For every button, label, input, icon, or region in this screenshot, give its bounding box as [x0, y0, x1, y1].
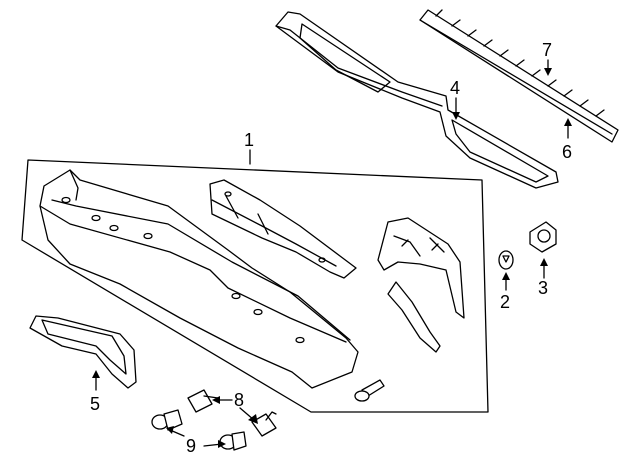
- leader-lines: [92, 59, 572, 448]
- callout-4: 4: [450, 78, 460, 98]
- callout-6: 6: [562, 142, 572, 162]
- parking-sensor-part[interactable]: [151, 409, 247, 451]
- sensor-wiring-part[interactable]: [187, 389, 277, 437]
- support-brace-part[interactable]: [387, 281, 441, 353]
- retainer-clips: [435, 9, 605, 117]
- callout-8: 8: [234, 390, 244, 410]
- end-pad-part[interactable]: [29, 315, 137, 389]
- bumper-reinforcement-part[interactable]: [209, 179, 357, 279]
- step-pad-strip-part[interactable]: [419, 9, 619, 143]
- nut-part[interactable]: [498, 250, 514, 270]
- callout-7: 7: [542, 40, 552, 60]
- bumper-face-bar-part[interactable]: [39, 169, 359, 389]
- assembly-frame: [21, 159, 489, 413]
- bolt-part[interactable]: [529, 221, 557, 253]
- callout-3: 3: [538, 278, 548, 298]
- callout-1: 1: [244, 130, 254, 150]
- callout-5: 5: [90, 394, 100, 414]
- mounting-bracket-part[interactable]: [377, 217, 465, 319]
- assembly-bolt-part[interactable]: [354, 379, 385, 402]
- callout-2: 2: [500, 292, 510, 312]
- step-pad-part[interactable]: [275, 11, 559, 189]
- callout-9: 9: [186, 436, 196, 456]
